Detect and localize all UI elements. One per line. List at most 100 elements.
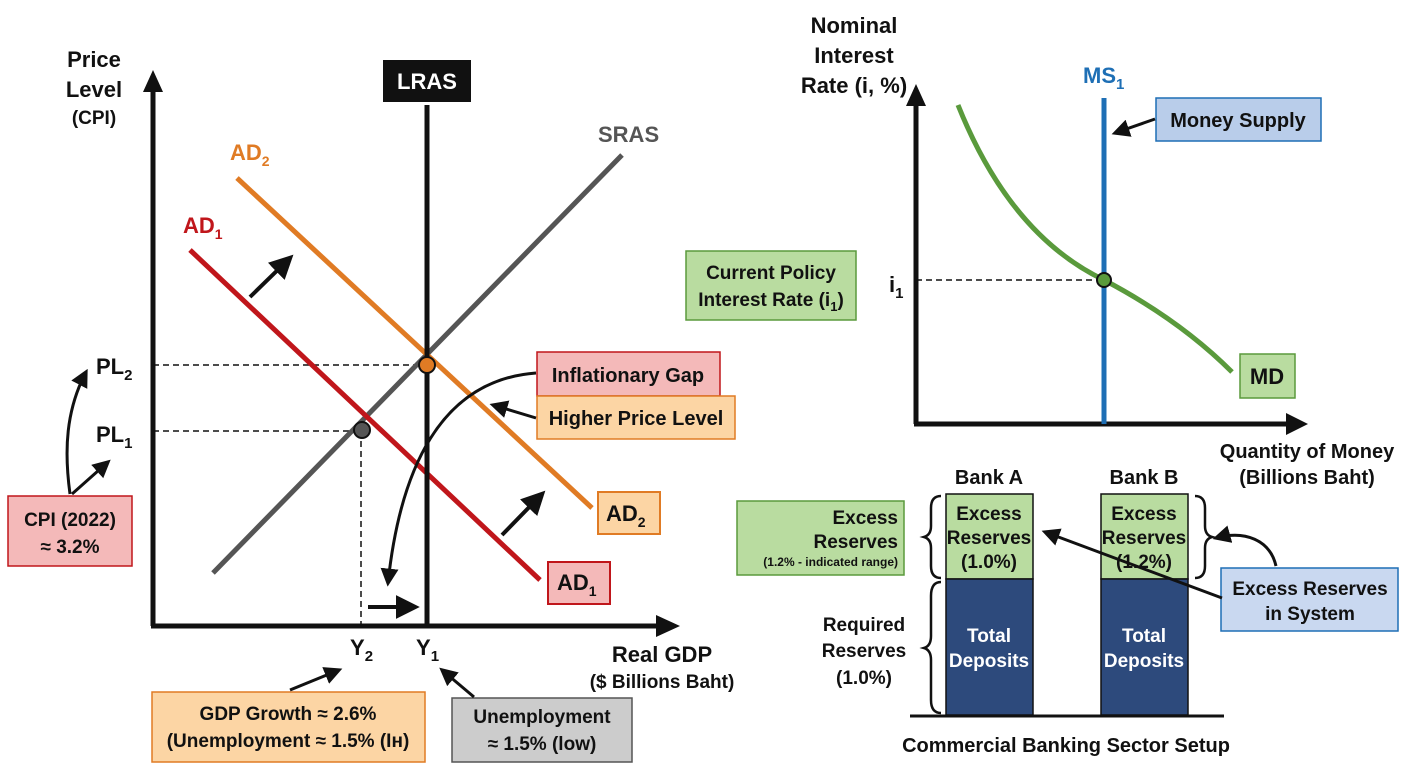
money-x-unit: (Billions Baht)	[1239, 467, 1375, 489]
policy-rate-line1: Current Policy	[706, 263, 836, 284]
gdp-growth-box	[151, 691, 426, 763]
ad-as-panel: Price Level (CPI) Real GDP ($ Billions B…	[7, 47, 736, 763]
money-market-panel: Nominal Interest Rate (i, %) Quantity of…	[685, 13, 1395, 489]
required-reserves-line3: (1.0%)	[836, 668, 892, 689]
lras-label: LRAS	[397, 69, 457, 94]
bank-b-deposits-line1: Total	[1122, 626, 1166, 647]
ad-as-y-unit: (CPI)	[72, 108, 116, 129]
higher-price-level-pointer	[489, 400, 537, 420]
ad2-right-label-box	[597, 491, 661, 535]
gdp-growth-line1: GDP Growth ≈ 2.6%	[200, 704, 377, 725]
system-pointer-bank-b	[1212, 525, 1278, 567]
system-excess-box	[1220, 567, 1399, 632]
cpi-box-line1: CPI (2022)	[24, 510, 116, 531]
required-reserves-line1: Required	[823, 615, 905, 636]
money-y-title-1: Nominal	[811, 13, 898, 38]
required-brace-left	[919, 580, 942, 715]
excess-brace-left	[919, 494, 942, 580]
ad-as-y-title-2: Level	[66, 77, 122, 102]
unemployment-pointer	[439, 667, 475, 699]
inflationary-gap-pointer	[380, 371, 537, 587]
pl1-label: PL1	[96, 422, 132, 452]
ad1-curve	[188, 248, 542, 582]
bank-a-excess-line2: Reserves	[947, 528, 1032, 549]
bank-a-excess-line1: Excess	[956, 504, 1022, 525]
bank-a-label: Bank A	[955, 467, 1023, 489]
system-pointer-bank-a	[1041, 528, 1223, 600]
new-equilibrium-point	[418, 356, 436, 374]
y1-label: Y1	[416, 635, 439, 665]
ad-as-y-axis-arrow	[143, 70, 163, 92]
bank-b-excess-line3: (1.2%)	[1116, 552, 1172, 573]
bank-b-excess-line1: Excess	[1111, 504, 1177, 525]
excess-brace-right	[1194, 494, 1217, 580]
money-supply-box	[1155, 97, 1322, 142]
ad-shift-arrow-lower	[500, 490, 546, 537]
excess-reserves-label-line1: Excess	[832, 508, 898, 529]
cpi-pointer-pl1	[71, 459, 111, 496]
ad-as-y-title-1: Price	[67, 47, 121, 72]
bank-b-excess-bar	[1100, 493, 1189, 580]
ad-shift-arrow-upper	[248, 254, 294, 299]
pl2-label: PL2	[96, 354, 132, 384]
inflationary-gap-label: Inflationary Gap	[552, 365, 704, 387]
gdp-growth-line2: (Unemployment ≈ 1.5% (Iн)	[167, 731, 410, 752]
ad1-right-label: AD1	[557, 570, 597, 599]
bank-b-deposits-bar	[1100, 578, 1189, 716]
required-reserves-line2: Reserves	[822, 641, 907, 662]
system-excess-line2: in System	[1265, 604, 1355, 625]
money-supply-pointer	[1111, 117, 1156, 137]
cpi-pointer-pl2	[65, 368, 88, 495]
md-curve	[955, 104, 1234, 374]
bank-a-excess-line3: (1.0%)	[961, 552, 1017, 573]
gdp-pointer	[289, 667, 343, 692]
excess-reserves-label-line2: Reserves	[813, 532, 898, 553]
cpi-box-line2: ≈ 3.2%	[40, 537, 99, 558]
initial-equilibrium-point	[353, 421, 371, 439]
money-supply-label: Money Supply	[1170, 110, 1306, 132]
ad2-curve	[235, 176, 594, 510]
bank-a-deposits-line2: Deposits	[949, 651, 1029, 672]
cpi-box	[7, 495, 133, 567]
ad-as-x-axis-arrow	[656, 615, 680, 637]
bank-a-deposits-bar	[945, 578, 1034, 716]
md-label: MD	[1250, 364, 1284, 389]
policy-rate-box	[685, 250, 857, 321]
excess-reserves-label-box	[736, 500, 905, 576]
ad2-right-label: AD2	[606, 501, 646, 530]
unemployment-line2: ≈ 1.5% (low)	[488, 734, 597, 755]
i1-label: i1	[889, 272, 903, 302]
bank-b-excess-line2: Reserves	[1102, 528, 1187, 549]
system-excess-line1: Excess Reserves	[1232, 579, 1387, 600]
ad2-top-label: AD2	[230, 140, 270, 169]
policy-rate-line2: Interest Rate (i1)	[698, 290, 844, 314]
money-x-title: Quantity of Money	[1220, 441, 1395, 463]
ad-as-x-title: Real GDP	[612, 642, 712, 667]
money-equilibrium-point	[1096, 272, 1112, 288]
banking-title: Commercial Banking Sector Setup	[902, 735, 1230, 757]
ad1-top-label: AD1	[183, 213, 223, 242]
bank-a-deposits-line1: Total	[967, 626, 1011, 647]
banking-panel: Bank A Bank B Excess Reserves (1.0%) Tot…	[736, 467, 1399, 757]
excess-reserves-range: (1.2% - indicated range)	[763, 555, 898, 569]
y2-label: Y2	[350, 635, 373, 665]
sras-curve	[211, 153, 624, 575]
bank-a-excess-bar	[945, 493, 1034, 580]
money-y-axis-arrow	[906, 84, 926, 106]
unemployment-line1: Unemployment	[473, 707, 611, 728]
ad-as-x-unit: ($ Billions Baht)	[590, 672, 735, 693]
higher-price-level-box	[536, 395, 736, 440]
money-y-title-2: Interest	[814, 43, 894, 68]
higher-price-level-label: Higher Price Level	[549, 408, 724, 430]
bank-b-deposits-line2: Deposits	[1104, 651, 1184, 672]
inflationary-gap-box	[536, 351, 721, 397]
md-label-box	[1239, 353, 1296, 399]
money-x-axis-arrow	[1286, 413, 1308, 435]
ms-label: MS1	[1083, 63, 1124, 93]
lras-label-box	[383, 60, 471, 102]
sras-label: SRAS	[598, 122, 659, 147]
money-y-title-3: Rate (i, %)	[801, 73, 907, 98]
bank-b-label: Bank B	[1110, 467, 1179, 489]
